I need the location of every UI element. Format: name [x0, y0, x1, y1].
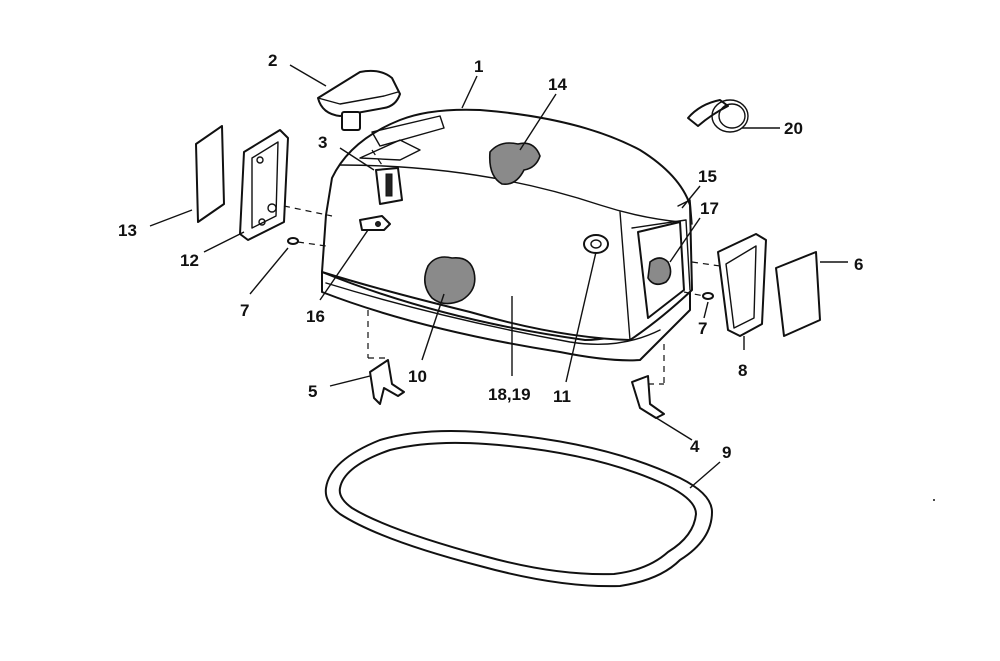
callout-12: 12	[180, 251, 199, 270]
callout-9: 9	[722, 443, 731, 462]
callout-3: 3	[318, 133, 327, 152]
foam-pad-top	[488, 142, 541, 186]
stray-dot	[933, 499, 935, 501]
callout-18-19: 18,19	[488, 385, 531, 404]
foam-pad-window	[647, 257, 672, 286]
callout-16: 16	[306, 307, 325, 326]
wiring-harness	[687, 99, 749, 133]
callout-10: 10	[408, 367, 427, 386]
callout-15: 15	[698, 167, 717, 186]
assembly-lines	[283, 205, 721, 385]
callout-7-right: 7	[698, 319, 707, 338]
callout-4: 4	[690, 437, 700, 456]
latch-handle	[317, 69, 401, 131]
callout-5: 5	[308, 382, 317, 401]
side-plate-frame	[239, 129, 289, 241]
callout-2: 2	[268, 51, 277, 70]
screw-right	[702, 292, 714, 300]
callout-7-left: 7	[240, 301, 249, 320]
callout-13: 13	[118, 221, 137, 240]
callout-14: 14	[548, 75, 567, 94]
screw-left	[287, 237, 299, 245]
callout-8: 8	[738, 361, 747, 380]
lower-seal	[324, 430, 713, 588]
side-window-glass-left	[195, 125, 225, 223]
grommet	[583, 234, 609, 254]
callout-11: 11	[553, 387, 571, 406]
callout-1: 1	[474, 57, 483, 76]
callout-17: 17	[700, 199, 719, 218]
window-frame-right	[717, 233, 767, 337]
callout-6: 6	[854, 255, 863, 274]
latch-bracket	[371, 149, 403, 205]
motor-cover	[321, 108, 693, 362]
side-window-glass-right	[775, 251, 821, 337]
leader-lines	[149, 64, 848, 489]
callout-20: 20	[784, 119, 803, 138]
mounting-bracket-left	[369, 359, 405, 405]
callouts: 1 2 3 4 5 6 7 7 8 9 10 11 12 13 14 15 16…	[118, 51, 863, 462]
clip	[359, 215, 391, 231]
foam-pad-side	[424, 256, 476, 305]
mounting-bracket-right	[631, 375, 665, 419]
